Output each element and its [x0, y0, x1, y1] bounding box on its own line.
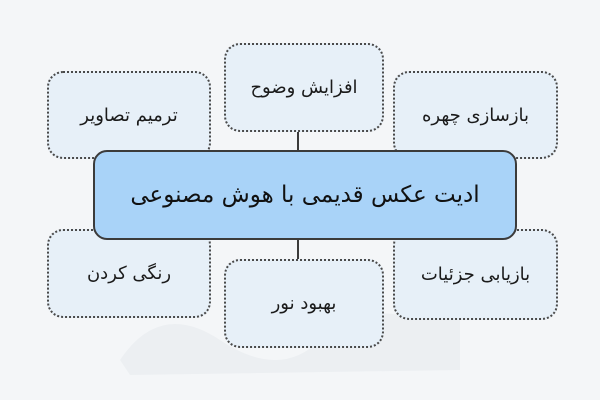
connector-top — [297, 130, 299, 152]
node-label: بهبود نور — [271, 293, 337, 314]
node-label: بازیابی جزئیات — [420, 264, 531, 285]
node-bottom-left: رنگی کردن — [47, 229, 211, 318]
node-label: بازسازی چهره — [421, 104, 530, 126]
node-top-center: افزایش وضوح — [224, 43, 384, 132]
node-label: افزایش وضوح — [250, 77, 358, 98]
node-top-right: بازسازی چهره — [393, 71, 558, 159]
node-top-left: ترمیم تصاویر — [47, 71, 211, 159]
center-label: ادیت عکس قدیمی با هوش مصنوعی — [130, 182, 480, 208]
connector-bottom — [297, 238, 299, 260]
node-bottom-center: بهبود نور — [224, 259, 384, 348]
center-node: ادیت عکس قدیمی با هوش مصنوعی — [93, 150, 517, 240]
node-bottom-right: بازیابی جزئیات — [393, 229, 558, 320]
node-label: ترمیم تصاویر — [80, 104, 178, 126]
node-label: رنگی کردن — [86, 263, 172, 284]
